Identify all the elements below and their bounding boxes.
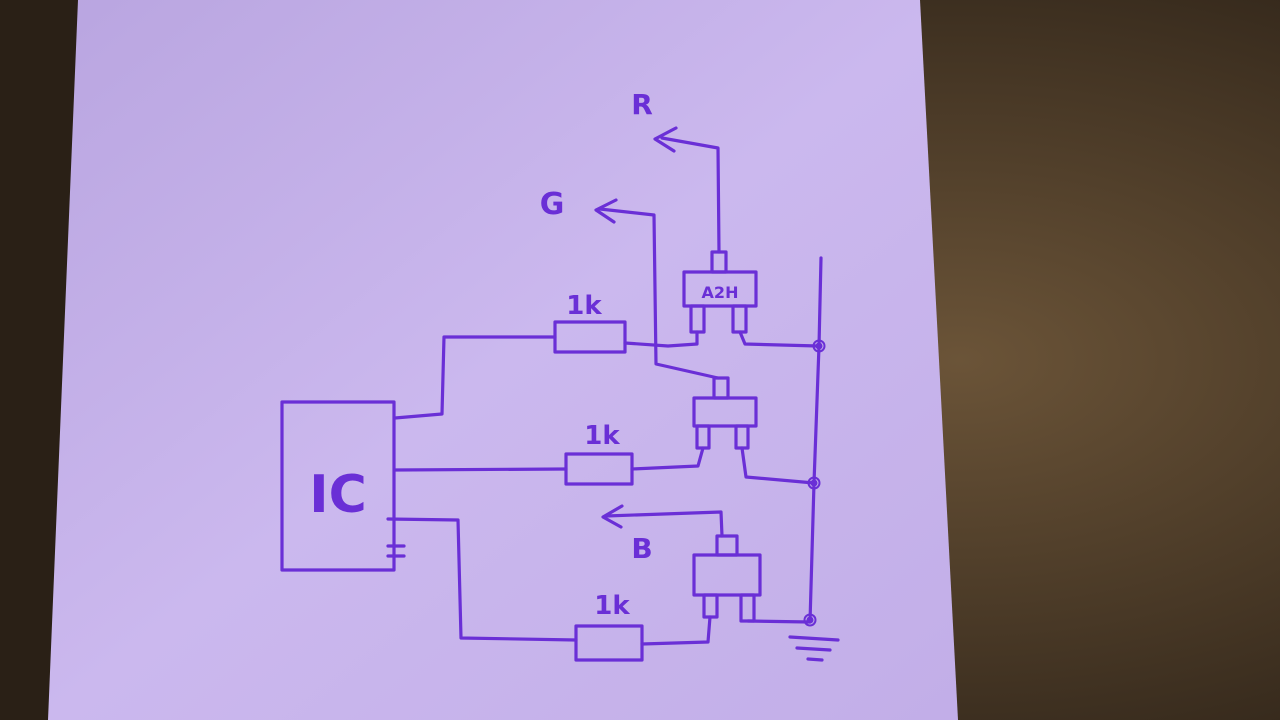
- ic-box: [280, 400, 396, 572]
- transistor-bottom-collector-pin: [715, 534, 739, 557]
- wire-resistor-top-to-base: [623, 330, 699, 348]
- arrow-red: [653, 126, 678, 153]
- resistor-middle-label: 1k: [584, 421, 620, 451]
- wire-emitter-middle-to-rail: [740, 446, 816, 485]
- ic-label: IC: [309, 465, 367, 525]
- wire-ic-to-resistor-middle: [393, 467, 568, 472]
- output-red-label: R: [631, 88, 653, 121]
- output-green-label: G: [540, 187, 565, 222]
- junction-middle: [807, 476, 821, 490]
- wire-resistor-bottom-to-base: [640, 615, 712, 646]
- junction-top: [812, 339, 826, 353]
- paper-sheet: [48, 0, 958, 720]
- transistor-top-label: A2H: [702, 283, 739, 302]
- ground-rail: [808, 256, 823, 624]
- wire-emitter-bottom-to-rail: [746, 619, 812, 624]
- arrow-blue: [601, 504, 624, 529]
- transistor-middle-collector-pin: [712, 376, 730, 400]
- wire-output-blue: [604, 510, 724, 538]
- resistor-top-label: 1k: [566, 291, 602, 321]
- wire-output-green: [598, 207, 720, 380]
- wire-resistor-middle-to-base: [630, 446, 705, 471]
- wire-output-red: [660, 136, 721, 254]
- arrow-green: [594, 198, 618, 224]
- junction-dots: [803, 339, 826, 627]
- output-blue-label: B: [631, 532, 652, 565]
- wire-emitter-top-to-rail: [738, 330, 820, 348]
- resistor-bottom-label: 1k: [594, 591, 630, 621]
- wire-ic-to-resistor-top: [393, 335, 557, 420]
- junction-bottom: [803, 613, 817, 627]
- wire-ic-to-resistor-bottom: [386, 517, 578, 642]
- ground-symbol-icon: [788, 635, 840, 662]
- ic-pin-marks: [386, 544, 406, 558]
